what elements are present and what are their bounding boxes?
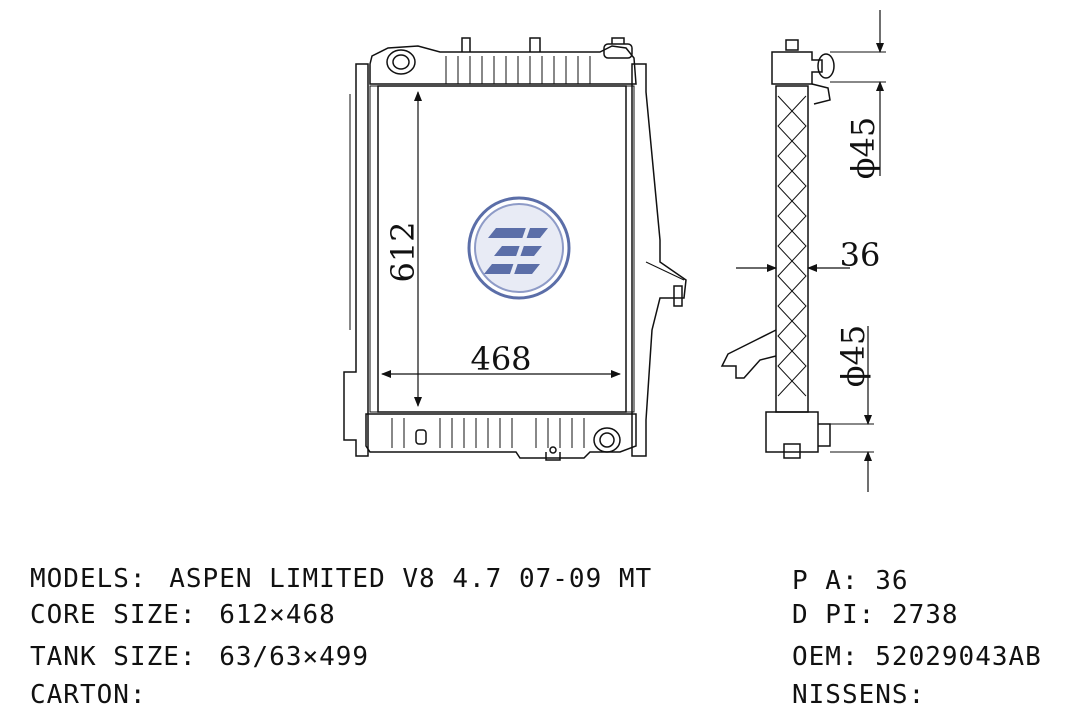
spec-core-size: CORE SIZE: 612×468 xyxy=(30,600,336,630)
bottom-tank xyxy=(365,413,637,459)
right-bracket xyxy=(631,63,687,457)
spec-value: 2738 xyxy=(891,600,959,630)
top-tank-ribs xyxy=(445,56,591,84)
spec-label: OEM: xyxy=(792,642,859,672)
spec-models: MODELS: ASPEN LIMITED V8 4.7 07-09 MT xyxy=(30,564,652,594)
filler-cap xyxy=(603,43,633,59)
spec-label: CORE SIZE: xyxy=(30,600,197,630)
spec-label: MODELS: xyxy=(30,564,147,594)
company-logo-icon xyxy=(467,196,571,300)
side-view xyxy=(720,10,886,492)
spec-value: 36 xyxy=(875,566,909,596)
top-tank xyxy=(369,45,637,85)
width-dimension-label: 468 xyxy=(470,340,531,378)
spec-label: D PI: xyxy=(792,600,876,630)
spec-carton: CARTON: xyxy=(30,680,169,710)
spec-pa: P A: 36 xyxy=(792,566,909,596)
spec-value: ASPEN LIMITED V8 4.7 07-09 MT xyxy=(169,564,653,594)
outlet-pipe-bottom xyxy=(593,427,621,453)
left-bracket xyxy=(343,63,369,457)
inlet-pipe-top xyxy=(386,49,416,75)
height-dimension-label: 612 xyxy=(384,221,422,282)
front-view xyxy=(343,37,687,461)
spec-label: CARTON: xyxy=(30,680,147,710)
spec-tank-size: TANK SIZE: 63/63×499 xyxy=(30,642,369,672)
spec-dpi: D PI: 2738 xyxy=(792,600,959,630)
spec-label: NISSENS: xyxy=(792,680,926,710)
thickness-dimension-label: 36 xyxy=(840,236,881,274)
spec-value: 63/63×499 xyxy=(219,642,370,672)
spec-oem: OEM: 52029043AB xyxy=(792,642,1042,672)
spec-value: 52029043AB xyxy=(875,642,1042,672)
spec-nissens: NISSENS: xyxy=(792,680,942,710)
spec-label: P A: xyxy=(792,566,859,596)
top-pipe-dimension-label: ϕ45 xyxy=(844,117,882,180)
side-lattice xyxy=(777,95,807,397)
bottom-pipe-dimension-label: ϕ45 xyxy=(834,325,872,388)
spec-value: 612×468 xyxy=(219,600,336,630)
spec-label: TANK SIZE: xyxy=(30,642,197,672)
